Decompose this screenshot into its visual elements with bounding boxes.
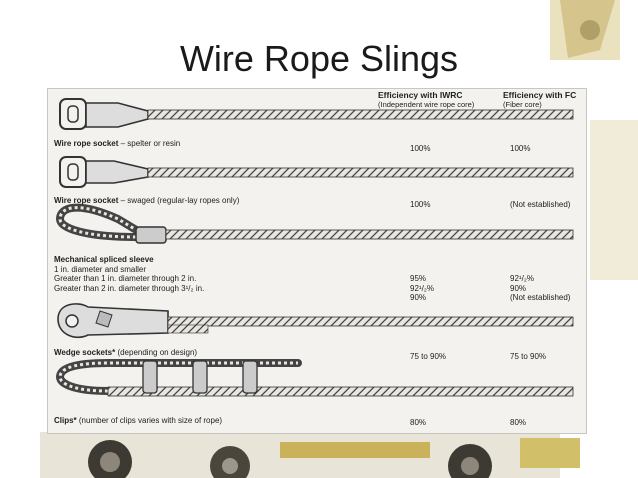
background-machinery xyxy=(440,0,638,478)
row-subline: 1 in. diameter and smaller xyxy=(54,264,147,274)
value-fc: 90% xyxy=(510,283,527,293)
clips-illustration xyxy=(55,359,574,397)
wire-rope-efficiency-figure: Efficiency with IWRC (Independent wire r… xyxy=(47,88,587,434)
spliced-sleeve-illustration xyxy=(55,203,574,244)
value-iwrc: 90% xyxy=(410,293,427,302)
value-iwrc: 80% xyxy=(410,418,427,427)
column-header-fc-sub: (Fiber core) xyxy=(503,100,542,109)
value-fc: 92¹/₂% xyxy=(510,274,535,283)
row-label-wedge-sockets: Wedge sockets* (depending on design) xyxy=(54,348,197,358)
row-label-bold: Mechanical spliced sleeve xyxy=(54,255,154,264)
row-subline: Greater than 1 in. diameter through 2 in… xyxy=(54,274,197,283)
row-label-swaged-socket: Wire rope socket – swaged (regular-lay r… xyxy=(54,196,239,206)
value-iwrc-lines: 95% 92¹/₂% 90% xyxy=(410,274,434,303)
row-label-bold: Clips* xyxy=(54,416,77,425)
column-header-iwrc-sub: (Independent wire rope core) xyxy=(378,100,475,109)
row-label-clips: Clips* (number of clips varies with size… xyxy=(54,416,222,426)
row-label-rest: (number of clips varies with size of rop… xyxy=(76,416,223,425)
value-fc: (Not established) xyxy=(510,200,571,209)
value-iwrc: 95% xyxy=(410,274,427,283)
column-header-iwrc: Efficiency with IWRC (Independent wire r… xyxy=(378,90,474,110)
wedge-socket-illustration xyxy=(57,303,574,339)
row-subline: Greater than 2 in. diameter through 3¹/₂… xyxy=(54,283,205,293)
value-fc: (Not established) xyxy=(510,293,571,302)
value-iwrc: 100% xyxy=(410,144,431,153)
column-header-fc-label: Efficiency with FC xyxy=(503,90,577,100)
value-fc: 80% xyxy=(510,418,527,427)
rope-illustrations xyxy=(55,98,574,397)
value-iwrc: 92¹/₂% xyxy=(410,283,435,293)
column-header-iwrc-label: Efficiency with IWRC xyxy=(378,90,463,100)
column-header-fc: Efficiency with FC (Fiber core) xyxy=(503,90,576,110)
background-machinery-bottom xyxy=(0,432,638,478)
value-fc: 100% xyxy=(510,144,531,153)
row-label-bold: Wire rope socket xyxy=(54,196,119,205)
spelter-socket-illustration xyxy=(59,98,574,130)
row-label-bold: Wedge sockets* xyxy=(54,348,116,357)
slide-title: Wire Rope Slings xyxy=(179,38,459,79)
value-iwrc: 100% xyxy=(410,200,431,209)
swaged-socket-illustration xyxy=(59,156,574,188)
row-label-rest: – swaged (regular-lay ropes only) xyxy=(118,196,240,205)
row-label-bold: Wire rope socket xyxy=(54,139,119,148)
value-fc-lines: 92¹/₂% 90% (Not established) xyxy=(510,274,570,303)
row-label-rest: – spelter or resin xyxy=(118,139,181,148)
value-iwrc: 75 to 90% xyxy=(410,352,447,361)
value-fc: 75 to 90% xyxy=(510,352,547,361)
row-label-spliced-sleeve: Mechanical spliced sleeve 1 in. diameter… xyxy=(54,255,204,293)
row-label-spelter-socket: Wire rope socket – spelter or resin xyxy=(54,139,180,149)
row-label-rest: (depending on design) xyxy=(115,348,198,357)
